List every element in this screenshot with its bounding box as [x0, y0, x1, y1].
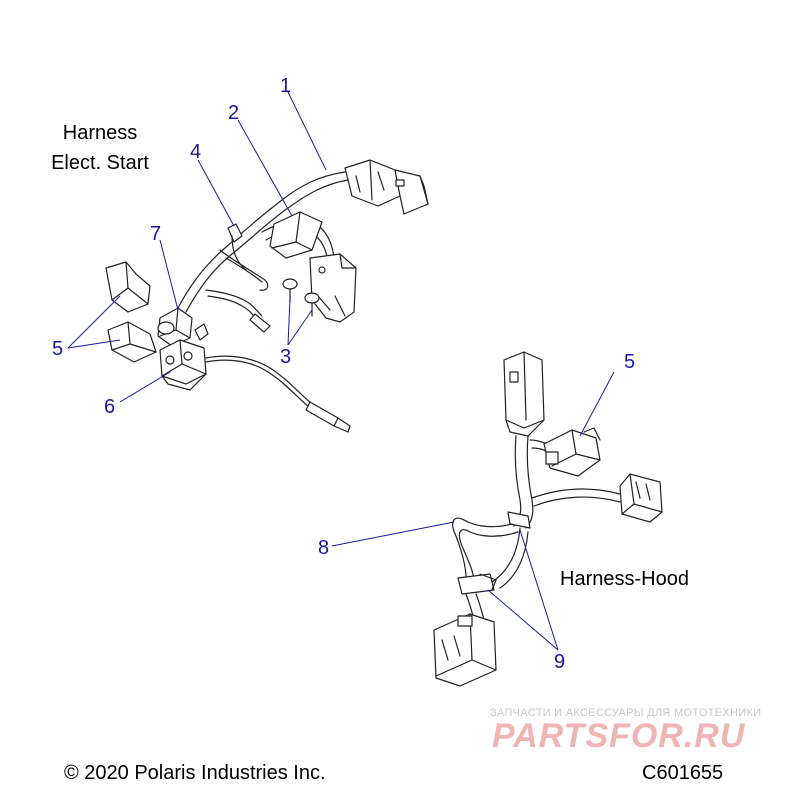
callout-2: 2 [228, 102, 240, 124]
hood-right-connector [619, 473, 663, 523]
callout-5-right: 5 [624, 351, 636, 373]
diagram-code: C601655 [642, 762, 724, 784]
harness-elect-start-label-line2: Elect. Start [51, 152, 149, 174]
hood-part5-connector [543, 427, 601, 477]
callout-6: 6 [104, 396, 116, 418]
callout-9: 9 [554, 651, 566, 673]
callout-3: 3 [280, 346, 292, 368]
part7-connector [157, 307, 193, 347]
callout-1: 1 [280, 75, 292, 97]
callout-5-left: 5 [52, 338, 64, 360]
watermark-tagline: ЗАПЧАСТИ И АКСЕССУАРЫ ДЛЯ МОТОТЕХНИКИ [490, 707, 762, 719]
hood-bottom-connector [433, 613, 497, 687]
harness-hood-label: Harness-Hood [560, 568, 689, 590]
part5-covers-left [105, 261, 157, 363]
harness-hood-assembly [433, 351, 663, 687]
copyright-text: © 2020 Polaris Industries Inc. [64, 762, 326, 784]
main-connector [344, 159, 429, 215]
hood-top-connector [503, 351, 545, 437]
part3-bracket [309, 253, 357, 323]
part4-clip [219, 223, 269, 291]
callout-7: 7 [150, 223, 162, 245]
harness-elect-start-label-line1: Harness [62, 122, 138, 144]
harness-elect-start-assembly [105, 159, 429, 433]
part6-connector [159, 339, 207, 391]
leader-lines [67, 91, 615, 651]
callout-8: 8 [318, 537, 330, 559]
part2-box [269, 211, 323, 259]
watermark-logo: PARTSFOR.RU [492, 717, 746, 755]
callout-4: 4 [190, 141, 202, 163]
